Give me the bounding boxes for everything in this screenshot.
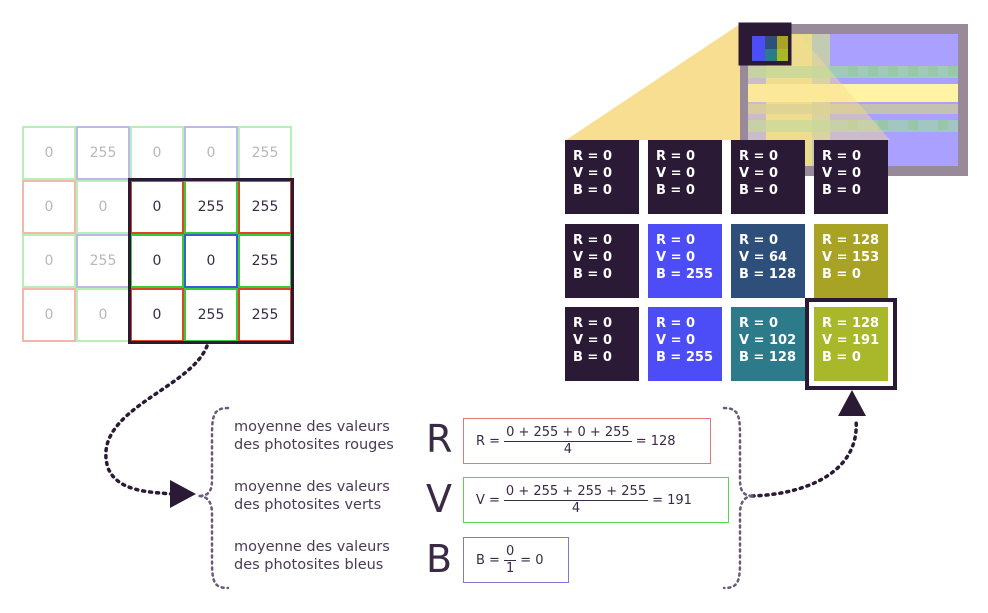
blue-denominator: 1 xyxy=(505,560,515,576)
photosite-green: 0 xyxy=(130,234,184,288)
photosite-green: 0 xyxy=(22,234,76,288)
pixel-cell: R = 0 V = 0 B = 255 xyxy=(648,224,722,298)
left-brace xyxy=(197,406,230,590)
pixel-cell: R = 128 V = 191 B = 0 xyxy=(814,307,888,381)
green-denominator: 4 xyxy=(571,500,581,516)
red-lhs: R = xyxy=(476,433,501,449)
red-fraction: 0 + 255 + 0 + 255 4 xyxy=(504,425,632,458)
pixel-cell: R = 0 V = 64 B = 128 xyxy=(731,224,805,298)
pixel-cell: R = 0 V = 102 B = 128 xyxy=(731,307,805,381)
arrow-head-up xyxy=(838,390,866,416)
pixel-v-value: V = 0 xyxy=(573,250,613,265)
green-formula-box: V = 0 + 255 + 255 + 255 4 = 191 xyxy=(463,477,729,523)
photosite-blue: 255 xyxy=(76,234,130,288)
pixel-r-value: R = 128 xyxy=(822,316,880,331)
red-denominator: 4 xyxy=(563,441,573,457)
pixel-v-value: V = 102 xyxy=(739,333,797,348)
photosite-blue: 255 xyxy=(76,126,130,180)
blue-result: = 0 xyxy=(520,552,544,568)
pixel-v-value: V = 0 xyxy=(656,166,696,181)
pixel-b-value: B = 128 xyxy=(739,350,796,365)
pixel-v-value: V = 153 xyxy=(822,250,880,265)
red-result: = 128 xyxy=(635,433,676,449)
pixel-v-value: V = 0 xyxy=(739,166,779,181)
pixel-v-value: V = 0 xyxy=(656,250,696,265)
pixel-r-value: R = 0 xyxy=(573,316,612,331)
pixel-b-value: B = 0 xyxy=(822,183,861,198)
photosite-blue: 0 xyxy=(184,234,238,288)
blue-numerator: 0 xyxy=(503,543,517,561)
arrow-to-pixel xyxy=(750,418,858,498)
photosite-green: 0 xyxy=(76,180,130,234)
pixel-r-value: R = 0 xyxy=(739,149,778,164)
pixel-cell: R = 0 V = 0 B = 255 xyxy=(648,307,722,381)
green-letter: V xyxy=(426,477,452,521)
photosite-red: 0 xyxy=(22,180,76,234)
pixel-cell: R = 0 V = 0 B = 0 xyxy=(814,140,888,214)
red-formula-box: R = 0 + 255 + 0 + 255 4 = 128 xyxy=(463,418,711,464)
green-description: moyenne des valeurs des photosites verts xyxy=(234,479,390,513)
pixel-r-value: R = 0 xyxy=(656,149,695,164)
pixel-b-value: B = 0 xyxy=(573,350,612,365)
green-result: = 191 xyxy=(652,492,692,508)
selection-box xyxy=(128,178,294,344)
pixel-b-value: B = 0 xyxy=(656,183,695,198)
pixel-b-value: B = 255 xyxy=(656,350,713,365)
pixel-cell: R = 0 V = 0 B = 0 xyxy=(565,307,639,381)
photosite-red: 0 xyxy=(22,288,76,342)
blue-fraction: 0 1 xyxy=(503,543,517,577)
photosite-green: 0 xyxy=(22,126,76,180)
pixel-b-value: B = 0 xyxy=(739,183,778,198)
red-numerator: 0 + 255 + 0 + 255 xyxy=(504,424,632,442)
pixel-v-value: V = 64 xyxy=(739,250,788,265)
arrow-head-left xyxy=(170,480,196,508)
green-fraction: 0 + 255 + 255 + 255 4 xyxy=(503,483,649,517)
red-letter: R xyxy=(426,417,453,461)
pixel-b-value: B = 0 xyxy=(573,267,612,282)
pixel-cell: R = 0 V = 0 B = 0 xyxy=(731,140,805,214)
blue-lhs: B = xyxy=(476,552,500,568)
arrow-to-formulas xyxy=(104,344,209,496)
viewfinder-box xyxy=(738,22,792,66)
green-lhs: V = xyxy=(476,492,500,508)
pixel-v-value: V = 191 xyxy=(822,333,880,348)
photosite-blue: 0 xyxy=(184,126,238,180)
photosite-green: 255 xyxy=(238,126,292,180)
pixel-r-value: R = 0 xyxy=(656,233,695,248)
photosite-green: 0 xyxy=(76,288,130,342)
photosite-green: 0 xyxy=(130,126,184,180)
pixel-b-value: B = 255 xyxy=(656,267,713,282)
photosite-red: 0 xyxy=(130,180,184,234)
pixel-cell: R = 0 V = 0 B = 0 xyxy=(565,224,639,298)
green-numerator: 0 + 255 + 255 + 255 xyxy=(503,483,649,501)
pixel-r-value: R = 0 xyxy=(573,233,612,248)
right-brace xyxy=(722,406,755,590)
pixel-r-value: R = 0 xyxy=(739,233,778,248)
pixel-b-value: B = 0 xyxy=(573,183,612,198)
pixel-b-value: B = 0 xyxy=(822,267,861,282)
pixel-v-value: V = 0 xyxy=(822,166,862,181)
pixel-cell: R = 128 V = 153 B = 0 xyxy=(814,224,888,298)
blue-formula-box: B = 0 1 = 0 xyxy=(463,537,569,583)
photosite-green: 255 xyxy=(184,180,238,234)
pixel-v-value: V = 0 xyxy=(573,166,613,181)
pixel-b-value: B = 0 xyxy=(822,350,861,365)
blue-letter: B xyxy=(426,537,453,581)
pixel-v-value: V = 0 xyxy=(656,333,696,348)
pixel-r-value: R = 0 xyxy=(573,149,612,164)
pixel-r-value: R = 0 xyxy=(656,316,695,331)
blue-description: moyenne des valeurs des photosites bleus xyxy=(234,539,390,573)
pixel-cell: R = 0 V = 0 B = 0 xyxy=(648,140,722,214)
pixel-v-value: V = 0 xyxy=(573,333,613,348)
pixel-cell: R = 0 V = 0 B = 0 xyxy=(565,140,639,214)
pixel-b-value: B = 128 xyxy=(739,267,796,282)
pixel-r-value: R = 128 xyxy=(822,233,880,248)
pixel-r-value: R = 0 xyxy=(822,149,861,164)
pixel-r-value: R = 0 xyxy=(739,316,778,331)
selected-pixel-outline xyxy=(805,298,897,390)
red-description: moyenne des valeurs des photosites rouge… xyxy=(234,419,394,453)
viewfinder-pixels xyxy=(740,24,790,64)
